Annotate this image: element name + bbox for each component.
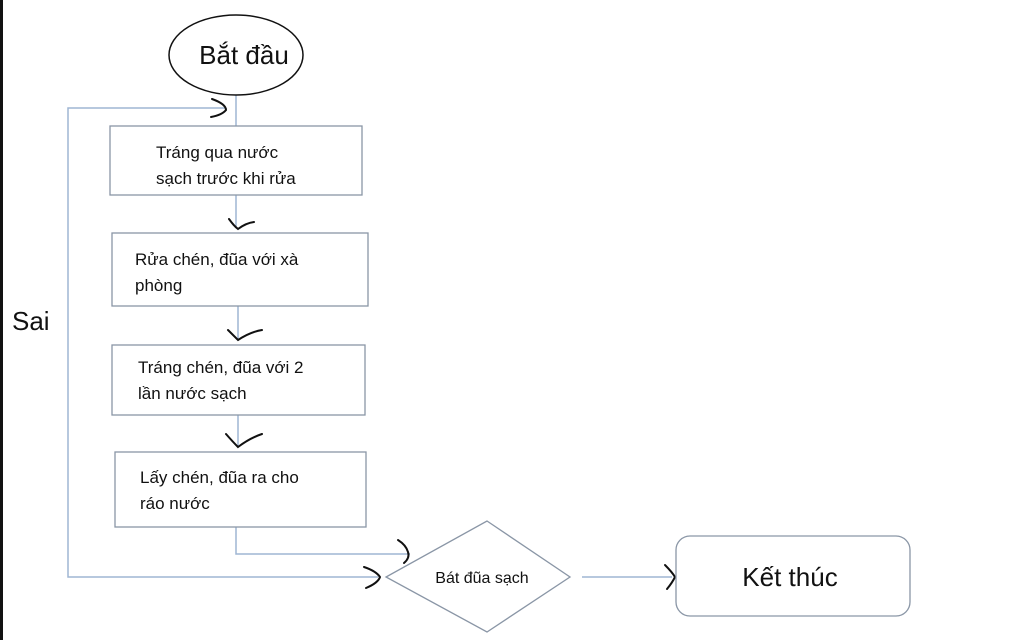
arrowhead-end xyxy=(664,564,677,590)
arrowhead-decision-left xyxy=(363,566,382,589)
decision-node: Bát đũa sạch xyxy=(384,520,572,633)
arrowhead-loop xyxy=(210,98,228,118)
end-node: Kết thúc xyxy=(675,535,911,617)
step-2-line1: Rửa chén, đũa với xà xyxy=(135,250,299,269)
step-2-box xyxy=(111,232,369,307)
step-4-box xyxy=(114,451,367,528)
connector-loop-false xyxy=(67,107,378,578)
step-4-line1: Lấy chén, đũa ra cho xyxy=(140,468,299,487)
start-node: Bắt đầu xyxy=(168,14,304,96)
end-label: Kết thúc xyxy=(742,562,837,592)
decision-label: Bát đũa sạch xyxy=(435,570,528,587)
step-1-box xyxy=(109,125,363,196)
start-label: Bắt đầu xyxy=(199,40,289,70)
step-3-line1: Tráng chén, đũa với 2 xyxy=(138,358,304,377)
left-edge-bar xyxy=(0,0,3,640)
arrowhead-step4 xyxy=(225,433,263,449)
step-3-line2: lần nước sạch xyxy=(138,384,247,403)
connector-step4-decision xyxy=(235,527,410,555)
step-2-line2: phòng xyxy=(135,276,182,295)
arrowhead-step3 xyxy=(227,329,263,342)
step-4-line2: ráo nước xyxy=(140,494,210,513)
step-1-line2: sạch trước khi rửa xyxy=(156,169,296,188)
step-1-line1: Tráng qua nước xyxy=(156,143,279,162)
loop-label-false: Sai xyxy=(12,306,50,336)
arrowhead-decision-top xyxy=(397,539,410,564)
arrowhead-step2 xyxy=(228,218,255,231)
step-3-box xyxy=(111,344,366,416)
